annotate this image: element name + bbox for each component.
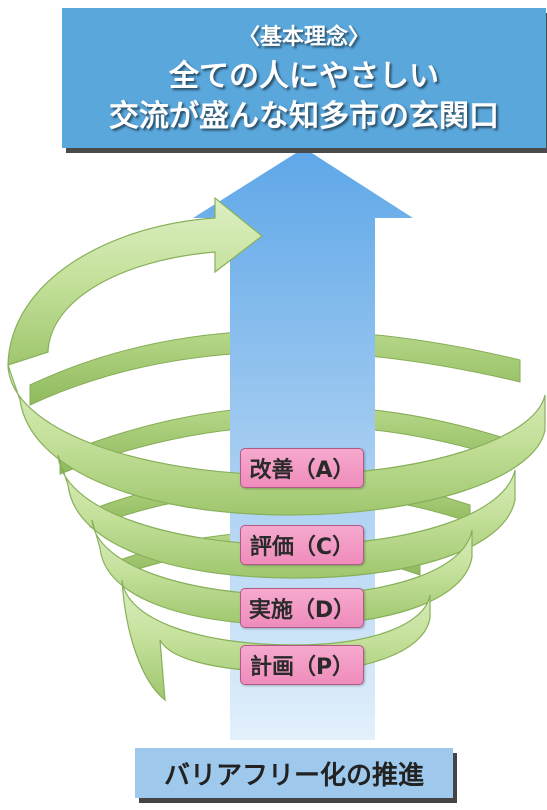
step-do-label: 実施（D） [240, 588, 364, 628]
core-philosophy-line2: 交流が盛んな知多市の玄関口 [109, 99, 499, 134]
barrier-free-promotion-label: バリアフリー化の推進 [163, 760, 424, 791]
core-philosophy-box: 〈基本理念〉 全ての人にやさしい 交流が盛んな知多市の玄関口 [62, 8, 546, 148]
step-plan-label: 計画（P） [240, 645, 364, 685]
core-philosophy-line1: 全ての人にやさしい [169, 59, 439, 94]
step-check-label: 評価（C） [240, 525, 364, 565]
spiral-front [7, 196, 546, 702]
barrier-free-promotion-box: バリアフリー化の推進 [135, 748, 453, 798]
step-act-label: 改善（A） [240, 448, 364, 488]
core-philosophy-subtitle: 〈基本理念〉 [237, 25, 370, 50]
